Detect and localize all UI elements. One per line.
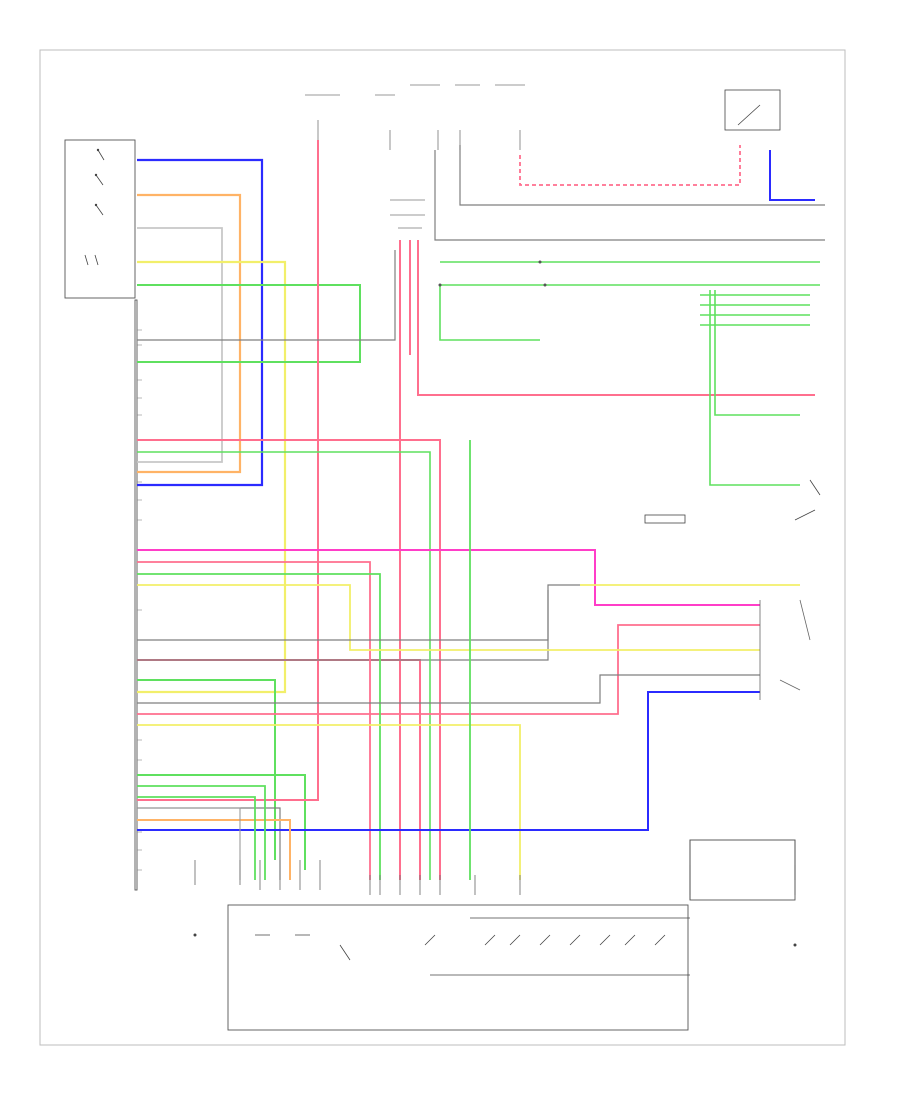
bottom-component-housing: [227, 904, 689, 1031]
wire-green-mid: [137, 573, 381, 880]
right-bottom-box: [689, 839, 796, 901]
wire-green-top: [137, 284, 361, 870]
ground-points: [193, 933, 797, 947]
diagram-frame: [39, 49, 846, 1046]
bottom-connectors: [194, 860, 796, 895]
wire-orange-top: [137, 193, 242, 474]
wire-blue-bottom: [137, 150, 815, 831]
switch-assembly-contacts: [84, 148, 105, 266]
top-fuse-connectors: [305, 84, 525, 150]
switch-assembly-box: [64, 139, 136, 299]
wire-red-mid: [137, 561, 760, 880]
wire-yellow-top: [137, 260, 287, 694]
wire-light-gray-top: [137, 227, 223, 463]
right-connector-stack: [759, 599, 811, 700]
wire-green-lower: [137, 440, 471, 880]
wire-gray-lower: [137, 807, 796, 900]
wire-yellow-mid: [137, 584, 800, 880]
wire-blue-top: [137, 158, 264, 487]
wire-gray-mid: [137, 590, 760, 880]
right-splice-dots: [438, 260, 547, 287]
wire-pink: [137, 549, 760, 606]
wire-red-dashed-top: [519, 145, 741, 186]
right-door-switch: [644, 479, 821, 524]
center-connector-block: [390, 199, 425, 229]
wire-red-vertical: [137, 140, 815, 880]
control-module-box: [134, 299, 138, 891]
wire-orange-bottom: [137, 819, 291, 880]
bottom-switches: [255, 917, 690, 976]
wire-gray: [137, 145, 825, 661]
top-right-switch: [724, 89, 781, 131]
wire-green-right: [137, 261, 820, 880]
module-pin-ticks: [137, 329, 142, 871]
